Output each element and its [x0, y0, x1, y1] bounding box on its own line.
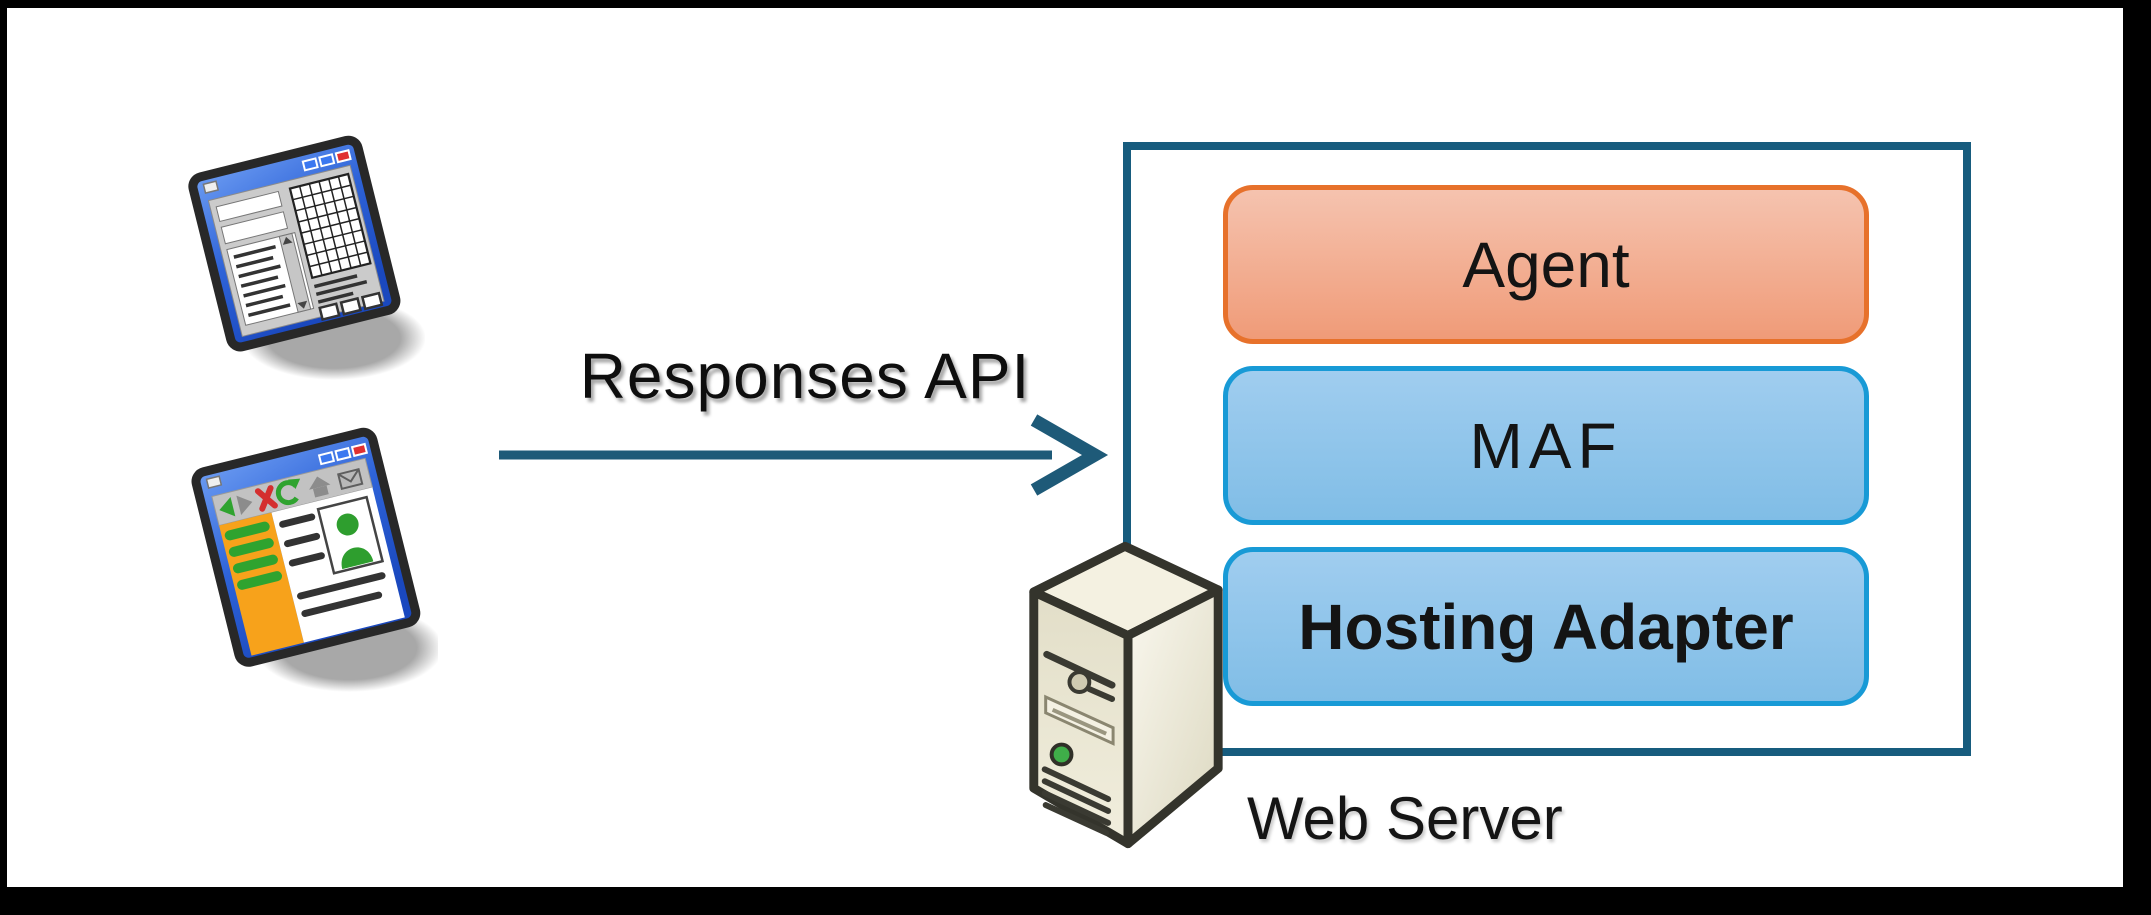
- list-lines: [233, 245, 291, 318]
- web-server-label: Web Server: [1247, 785, 1563, 852]
- cd-drive: [1043, 650, 1116, 702]
- text-dashes: [313, 274, 368, 304]
- text-bars: [279, 513, 386, 617]
- layer-hosting-adapter-label: Hosting Adapter: [1298, 590, 1794, 663]
- server-side-face: [1123, 585, 1223, 849]
- window-buttons: [317, 442, 369, 466]
- grid: [288, 172, 372, 280]
- server-tower-icon: [1029, 541, 1223, 849]
- window-buttons: [301, 149, 352, 172]
- refresh-icon: [275, 478, 301, 506]
- layer-agent-label: Agent: [1462, 228, 1630, 301]
- home-icon: [309, 476, 331, 498]
- mail-icon: [337, 467, 364, 491]
- web-page-icon: [191, 427, 438, 692]
- app-window-icon: [188, 135, 425, 380]
- flow-arrow-icon: [499, 414, 1109, 496]
- sidebar-items: [224, 521, 283, 590]
- layer-maf: MAF: [1223, 366, 1869, 525]
- power-led: [1049, 742, 1074, 767]
- layer-hosting-adapter: Hosting Adapter: [1223, 547, 1869, 706]
- flow-label: Responses API: [579, 340, 1031, 412]
- vents: [1041, 766, 1112, 836]
- drive-bay: [1044, 694, 1115, 746]
- portrait: [316, 495, 385, 575]
- forward-icon: [236, 495, 253, 515]
- diagram-canvas: Responses API Agent MAF Hosting Adapter: [7, 8, 2123, 887]
- back-icon: [219, 497, 236, 517]
- layer-agent: Agent: [1223, 185, 1869, 344]
- form-buttons: [318, 291, 384, 322]
- close-icon: [254, 485, 278, 512]
- layer-maf-label: MAF: [1469, 409, 1623, 482]
- scrollbar: [278, 232, 312, 313]
- web-server-box: [1123, 142, 1971, 756]
